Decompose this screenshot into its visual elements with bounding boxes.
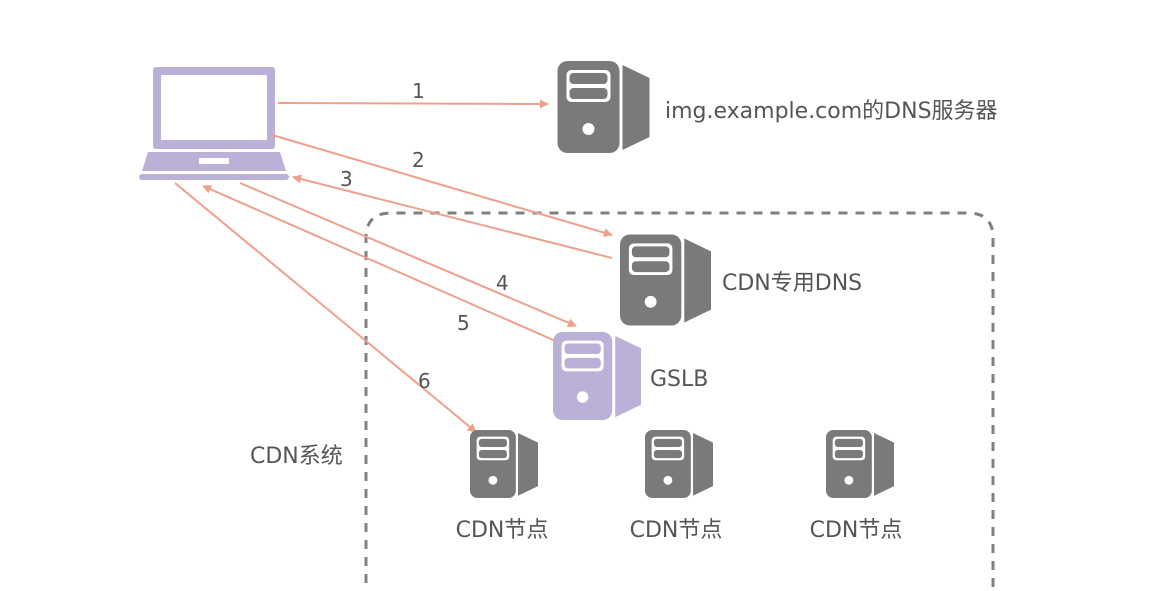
arrow-step-3 [292, 174, 613, 259]
dns-server-icon [557, 61, 650, 153]
arrow-step-5 [202, 185, 561, 344]
laptop-icon [139, 67, 289, 180]
step-label-6: 6 [418, 369, 431, 393]
cdn-node-label-1: CDN节点 [456, 518, 549, 543]
step-label-1: 1 [412, 79, 425, 103]
gslb-label: GSLB [650, 367, 708, 392]
cdn-dns-label: CDN专用DNS [722, 271, 862, 296]
cdn-node-server-icon-1 [470, 430, 538, 498]
arrow-step-2 [271, 134, 613, 238]
step-label-3: 3 [340, 167, 353, 191]
dns-server-label: img.example.com的DNS服务器 [665, 99, 998, 124]
gslb-server-icon [553, 332, 641, 420]
step-label-5: 5 [457, 311, 470, 335]
arrow-step-4 [239, 182, 577, 327]
cdn-dns-server-icon [620, 234, 711, 326]
step-label-4: 4 [496, 271, 509, 295]
arrow-step-6 [174, 182, 477, 433]
cdn-node-label-2: CDN节点 [630, 518, 723, 543]
cdn-system-label: CDN系统 [250, 444, 343, 469]
step-label-2: 2 [412, 148, 425, 172]
cdn-node-server-icon-3 [826, 430, 894, 498]
cdn-node-server-icon-2 [645, 430, 713, 498]
cdn-node-label-3: CDN节点 [810, 518, 903, 543]
arrow-step-1 [277, 99, 549, 109]
cdn-system-boundary [364, 211, 995, 591]
